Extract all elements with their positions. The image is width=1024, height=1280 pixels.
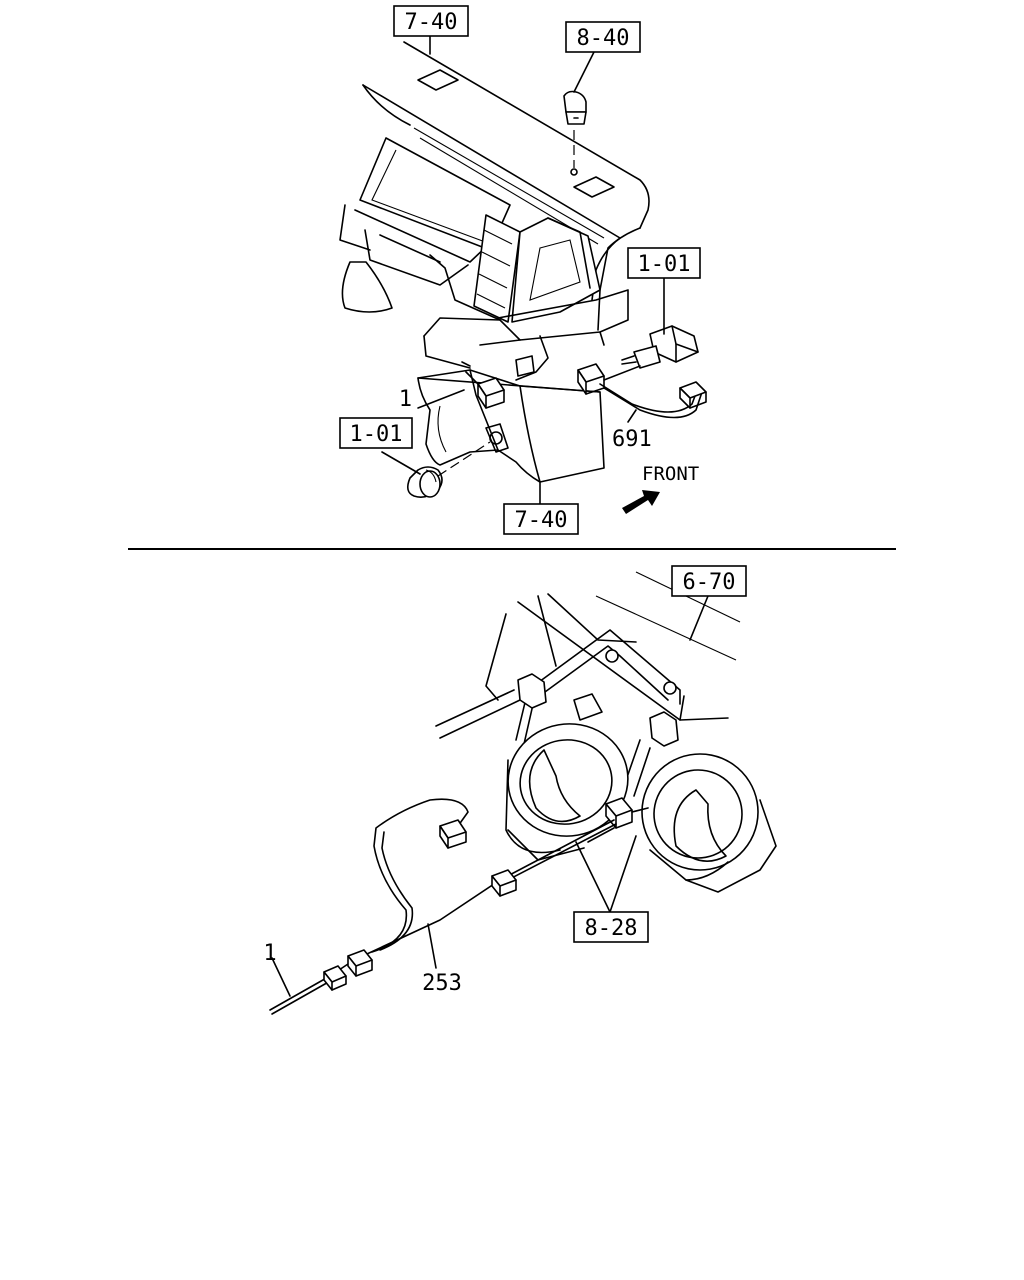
callout-1-01-switch: 1-01 — [627, 247, 701, 279]
part-number-switch-lead: 691 — [612, 427, 652, 452]
part-number-lower-harness: 1 — [263, 941, 276, 966]
front-label: FRONT — [642, 463, 699, 485]
callout-8-28-label: 8-28 — [585, 916, 638, 941]
horn-assembly-view: 6-70 8-28 1 253 — [263, 565, 777, 1015]
callout-1-01-knob-label: 1-01 — [350, 422, 403, 447]
callout-6-70: 6-70 — [671, 565, 747, 597]
callout-8-40: 8-40 — [565, 21, 641, 53]
callout-7-40-bottom: 7-40 — [503, 503, 579, 535]
instrument-panel-view: 7-40 8-40 1-01 1-01 7-40 1 691 FRONT — [339, 5, 707, 535]
callout-7-40-top-label: 7-40 — [405, 10, 458, 35]
part-number-horn-harness: 253 — [422, 971, 462, 996]
callout-8-40-label: 8-40 — [577, 26, 630, 51]
callout-1-01-switch-label: 1-01 — [638, 252, 691, 277]
callout-7-40-bottom-label: 7-40 — [515, 508, 568, 533]
callout-6-70-label: 6-70 — [683, 570, 736, 595]
callout-8-28: 8-28 — [573, 911, 649, 943]
part-number-upper-harness: 1 — [399, 387, 412, 412]
callout-1-01-knob: 1-01 — [339, 417, 413, 449]
callout-7-40-top: 7-40 — [393, 5, 469, 37]
